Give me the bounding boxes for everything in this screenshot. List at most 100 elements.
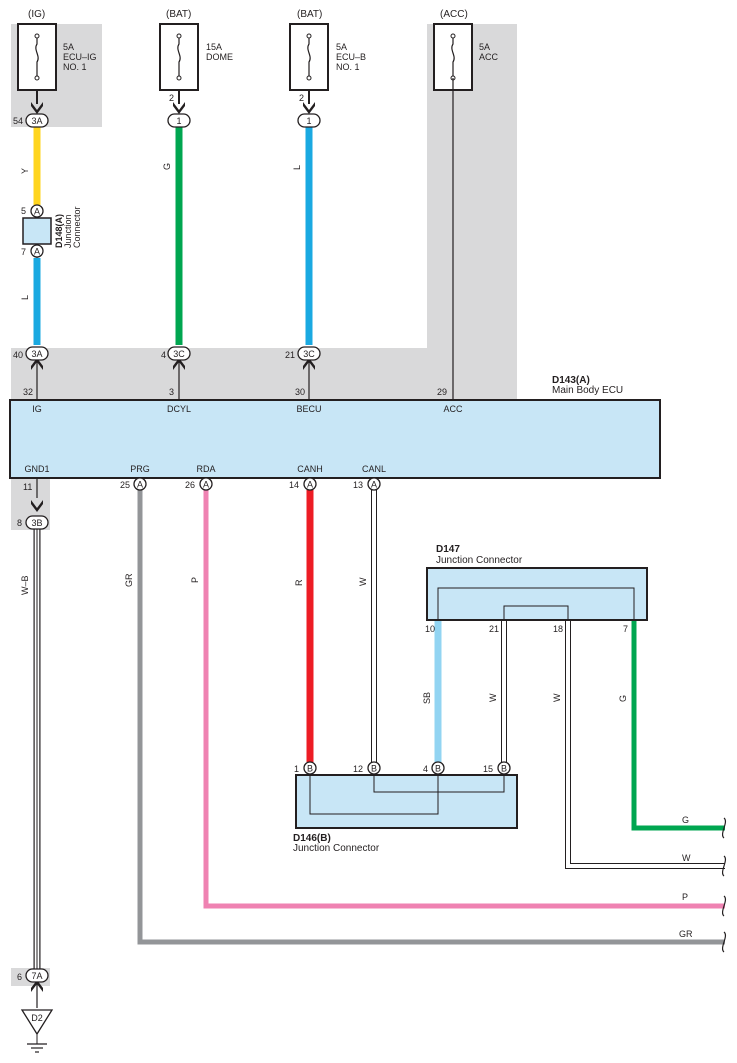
exit-labels: G W P GR bbox=[679, 815, 693, 939]
pin-name: GND1 bbox=[24, 464, 49, 474]
pin-conn-letter: A bbox=[371, 480, 377, 490]
pin-conn-letter: B bbox=[371, 764, 377, 774]
ecu-bottom-pins: 11 25 A 26 A 14 A 13 A bbox=[23, 477, 381, 492]
junction-d146: 1 B 12 B 4 B 15 B D146(B) Junction Conne… bbox=[293, 761, 518, 854]
fuse-label-line2: ACC bbox=[479, 52, 499, 62]
pin-number: 21 bbox=[489, 624, 499, 634]
shade-connector-row bbox=[11, 348, 517, 400]
pin-number: 13 bbox=[353, 480, 363, 490]
terminal-dot bbox=[176, 75, 182, 81]
pin-number: 5 bbox=[21, 206, 26, 216]
terminal-dot bbox=[306, 33, 312, 39]
pin-circle bbox=[30, 204, 44, 218]
fuse-label-line3: NO. 1 bbox=[63, 62, 87, 72]
wire-white-18-fill bbox=[566, 620, 725, 868]
upper-wires bbox=[33, 78, 454, 400]
pin-number: 7 bbox=[21, 247, 26, 257]
fuse-label-line2: ECU–B bbox=[336, 52, 366, 62]
connector-oval bbox=[167, 346, 191, 361]
pin-circle bbox=[367, 477, 381, 491]
pin-circle bbox=[199, 477, 213, 491]
pin-number: 26 bbox=[185, 480, 195, 490]
pin-circle bbox=[431, 761, 445, 775]
ground-triangle bbox=[20, 1009, 54, 1036]
pin-name: PRG bbox=[130, 464, 150, 474]
fuse-label-line2: DOME bbox=[206, 52, 233, 62]
pin-name: CANL bbox=[362, 464, 386, 474]
pin-number: 8 bbox=[17, 518, 22, 528]
pin-conn-letter: A bbox=[307, 480, 313, 490]
jct-connector-body bbox=[426, 567, 648, 621]
pin-number: 21 bbox=[285, 350, 295, 360]
junction-id: D147 bbox=[436, 544, 460, 555]
jct-connector-body bbox=[295, 774, 518, 829]
fuse-elements bbox=[35, 36, 455, 78]
junction-desc-line1: Junction bbox=[63, 214, 73, 248]
pin-number: 11 bbox=[23, 482, 32, 492]
ecu-id: D143(A) bbox=[552, 375, 590, 386]
fuse-terminals bbox=[34, 33, 456, 81]
terminal-dot bbox=[306, 75, 312, 81]
fuse-element-icon bbox=[307, 36, 311, 78]
mid-connectors: 40 3A 4 3C 21 3C bbox=[13, 346, 321, 361]
pin-circle bbox=[303, 477, 317, 491]
fuse-label-line1: 15A bbox=[206, 42, 222, 52]
pin-number: 18 bbox=[553, 624, 563, 634]
connector-oval bbox=[297, 346, 321, 361]
fuse-ecu-b: (BAT) 5A ECU–B NO. 1 bbox=[289, 9, 366, 91]
wire-color-label: L bbox=[292, 165, 302, 170]
pin-number: 14 bbox=[289, 480, 299, 490]
pin-number: 32 bbox=[23, 387, 33, 397]
lower-wires bbox=[33, 478, 725, 1008]
connector-oval bbox=[25, 515, 49, 530]
junction-id: D148(A) bbox=[54, 214, 64, 248]
fuse-power-label: (BAT) bbox=[297, 9, 322, 20]
terminal-dot bbox=[34, 75, 40, 81]
connector-oval bbox=[25, 113, 49, 128]
arrow-down-icon bbox=[31, 500, 43, 512]
jct-internal-bus bbox=[373, 775, 505, 793]
ecu-bottom-pin-names: GND1 PRG RDA CANH CANL bbox=[24, 464, 386, 474]
wire-gray bbox=[137, 490, 725, 945]
pin-name: IG bbox=[32, 404, 42, 414]
wire-color-label: L bbox=[20, 295, 30, 300]
jct-internal-bus bbox=[437, 587, 635, 620]
wire-color-label: G bbox=[162, 163, 172, 170]
wire-break-icon bbox=[721, 817, 727, 839]
pin-number: 1 bbox=[294, 764, 299, 774]
jct-internal-bus bbox=[309, 775, 439, 815]
fuse-label-line1: 5A bbox=[479, 42, 490, 52]
pin-number: 40 bbox=[13, 350, 23, 360]
junction-name: Junction Connector bbox=[293, 843, 380, 854]
pin-circle bbox=[30, 244, 44, 258]
terminal-dot bbox=[34, 33, 40, 39]
ground-id: D2 bbox=[31, 1013, 43, 1023]
ecu-name: Main Body ECU bbox=[552, 385, 623, 396]
upper-wire-labels: Y L G L bbox=[20, 163, 302, 300]
connector-label: 3C bbox=[303, 349, 315, 359]
connector-label: 3B bbox=[31, 518, 42, 528]
pin-circle bbox=[497, 761, 511, 775]
connector-oval bbox=[25, 346, 49, 361]
jct-connector-body bbox=[22, 217, 52, 245]
ecu-top-pin-names: IG DCYL BECU ACC bbox=[32, 404, 463, 414]
pin-conn-letter: A bbox=[34, 247, 40, 257]
wire-color-label: SB bbox=[422, 692, 432, 704]
wire-break-icon bbox=[721, 895, 727, 917]
wire-color-label: GR bbox=[124, 573, 134, 587]
arrows bbox=[31, 102, 315, 992]
wire-color-label: W bbox=[488, 693, 498, 702]
pin-conn-letter: A bbox=[203, 480, 209, 490]
wire-green-7 bbox=[631, 620, 725, 831]
ground-connectors: 8 3B W–B 6 7A bbox=[17, 515, 49, 983]
connector-label: 3C bbox=[173, 349, 185, 359]
pin-number: 4 bbox=[423, 764, 428, 774]
pin-conn-letter: B bbox=[501, 764, 507, 774]
connector-label: 3A bbox=[31, 349, 42, 359]
junction-d148: A A 5 7 D148(A) Junction Connector bbox=[21, 204, 82, 258]
pin-number: 54 bbox=[13, 116, 23, 126]
fuse-label-line1: 5A bbox=[336, 42, 347, 52]
upper-connectors: 54 3A 2 1 2 1 bbox=[13, 93, 321, 128]
pin-conn-letter: A bbox=[137, 480, 143, 490]
